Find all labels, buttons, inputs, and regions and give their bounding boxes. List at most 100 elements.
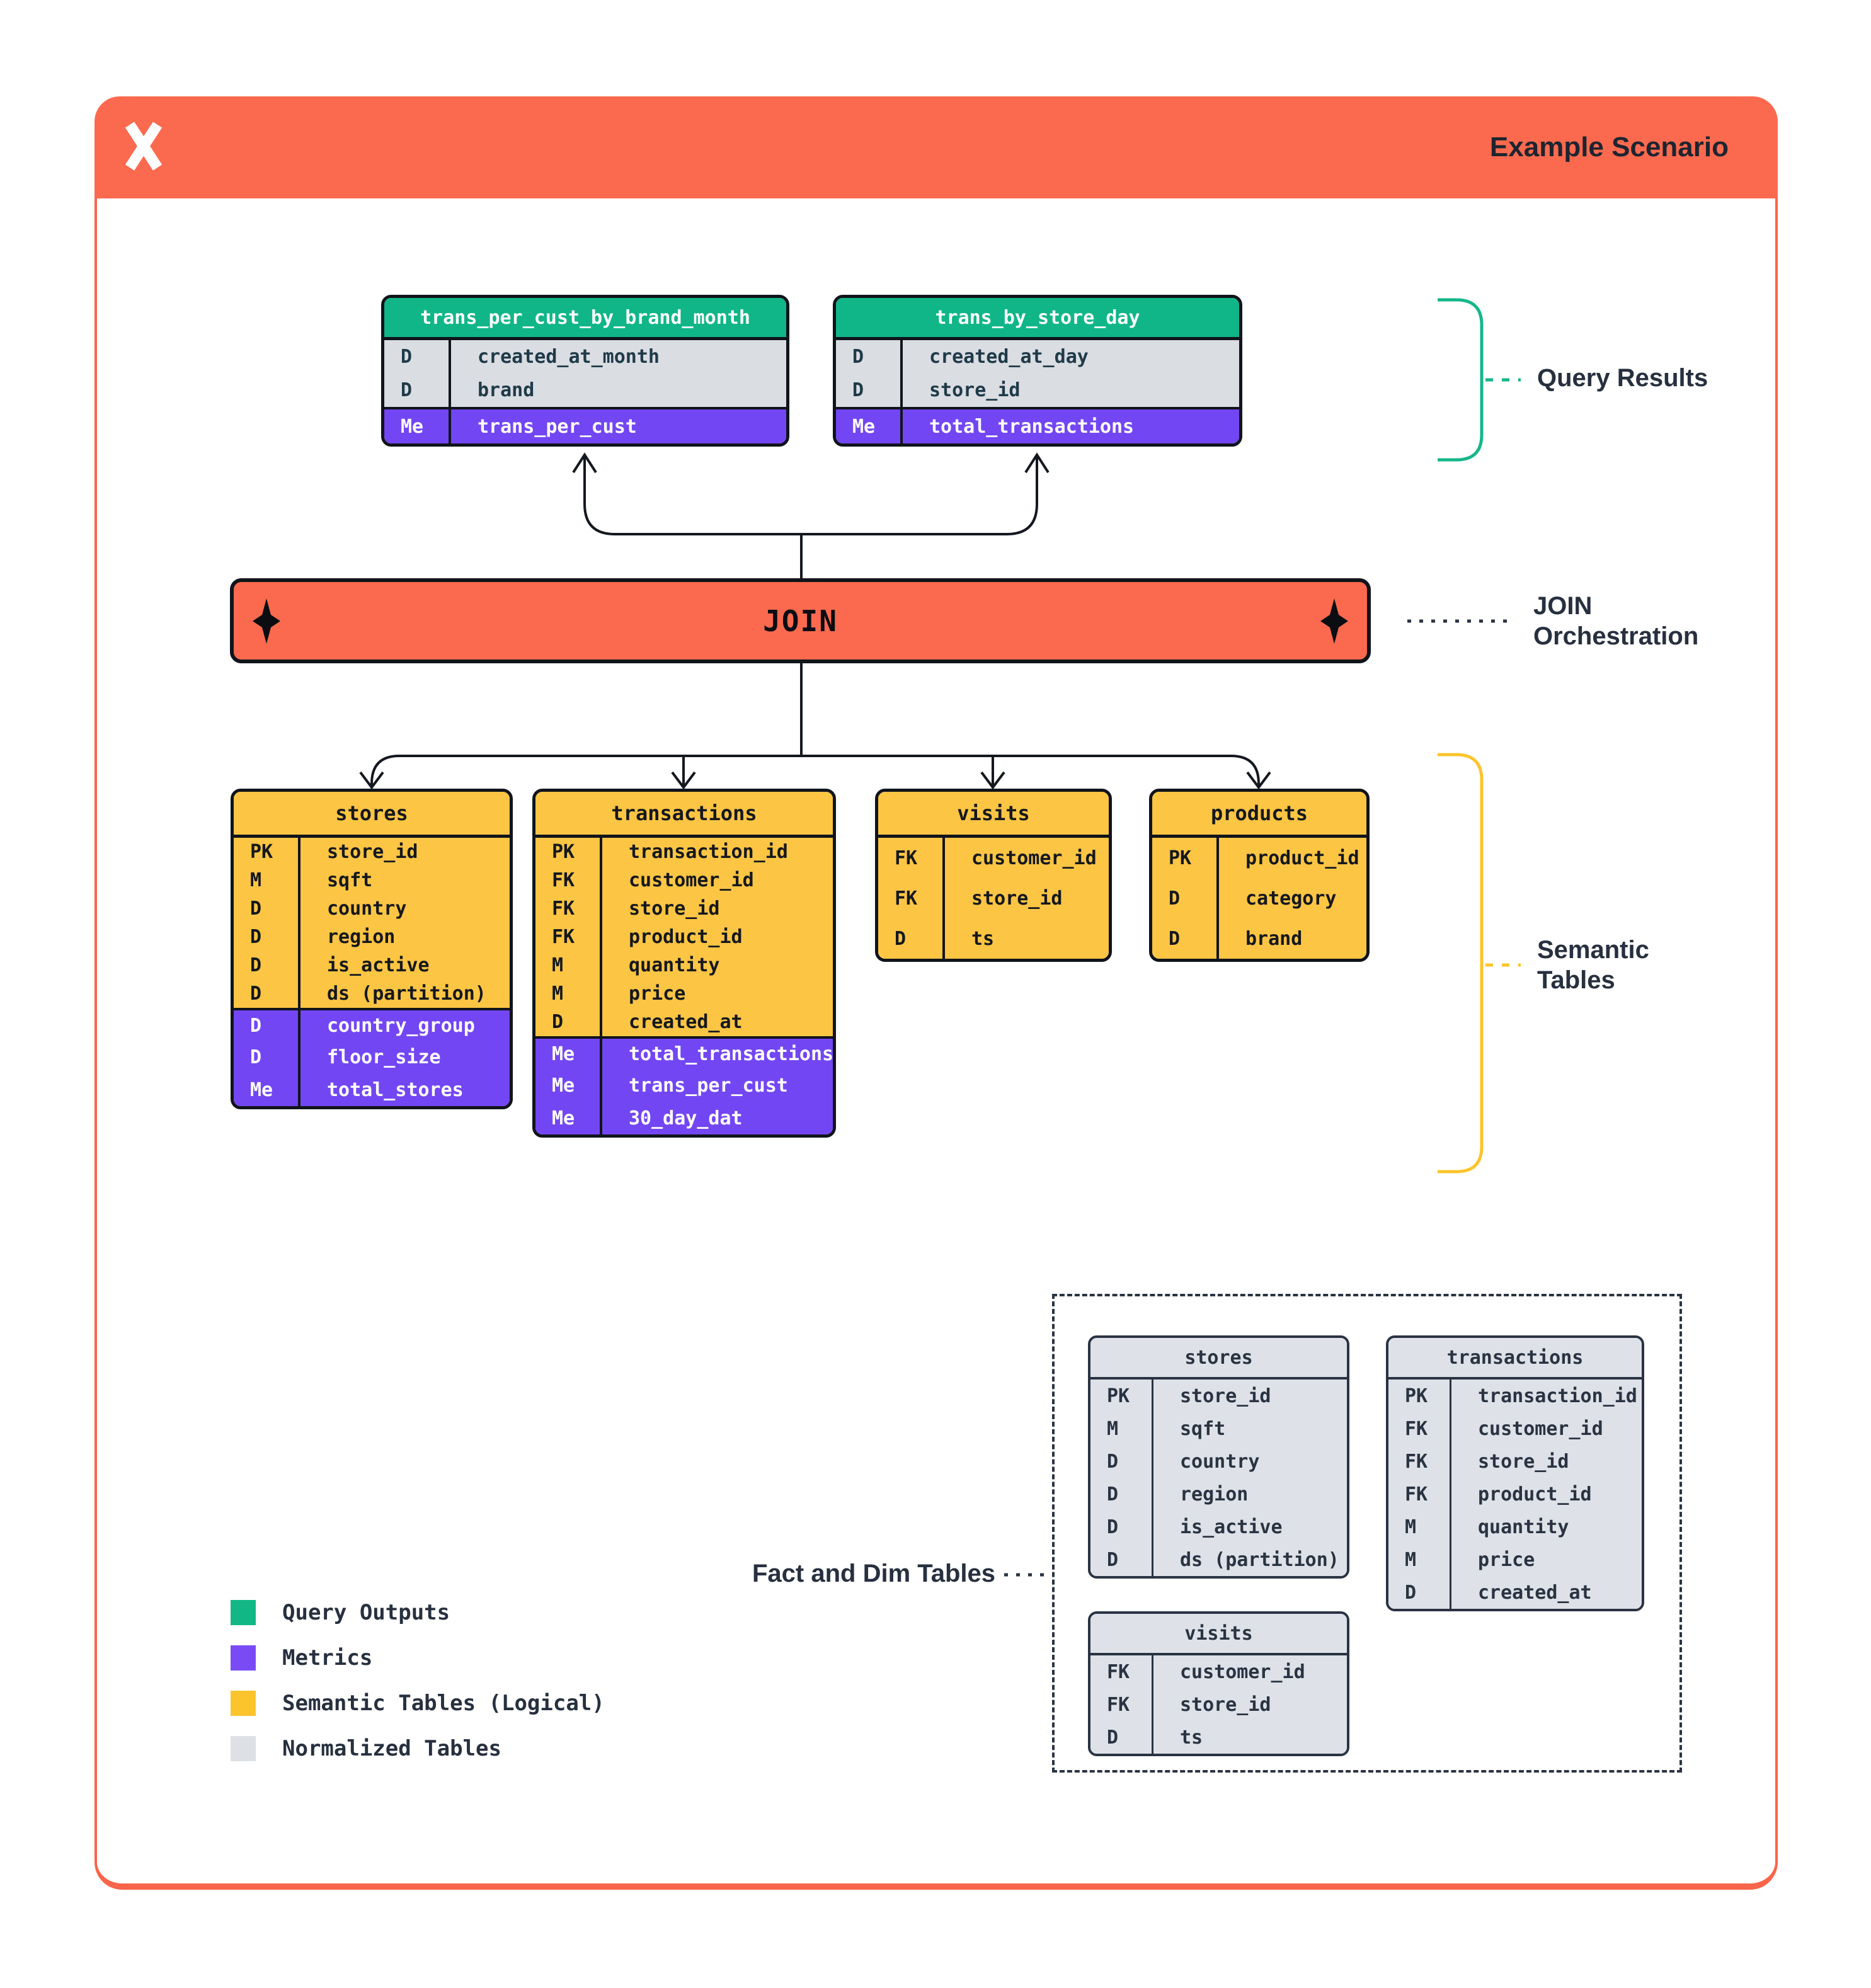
legend-label: Query Outputs [282,1600,450,1625]
row-field-name: country [327,898,407,920]
diamond-icon [253,598,280,644]
row-field-name: transaction_id [629,841,788,863]
row-field-name: created_at_day [929,346,1089,368]
row-field-name: floor_size [327,1046,441,1068]
row-field-name: country [1180,1450,1260,1473]
table-row: FK product_id [535,923,833,951]
table-title: visits [878,792,1109,838]
row-field-name: total_transactions [929,415,1135,438]
legend-swatch [231,1600,256,1625]
row-key-badge: PK [1090,1380,1153,1412]
row-field-name: store_id [629,898,720,920]
legend-swatch [231,1645,256,1671]
row-field-name: customer_id [1180,1660,1305,1683]
row-field-name: sqft [1180,1417,1226,1440]
join-orchestration-label-line1: JOIN [1533,592,1593,620]
row-key-badge: Me [535,1039,602,1069]
card-header: Example Scenario [94,96,1778,198]
row-key-badge: M [234,866,300,894]
row-field-name: 30_day_dat [629,1107,743,1129]
row-field-name: store_id [971,887,1063,910]
row-key-badge: PK [234,838,300,866]
row-key-badge: D [384,340,451,374]
row-key-badge: FK [535,866,602,894]
row-key-badge: Me [384,409,451,443]
legend-swatch [231,1736,256,1761]
row-field-name: ts [971,927,995,950]
row-key-badge: D [234,1041,300,1073]
row-field-name: created_at [1478,1581,1592,1604]
row-field-name: is_active [1180,1516,1283,1538]
row-field-name: store_id [929,379,1021,401]
row-field-name: is_active [327,954,430,976]
row-key-badge: FK [535,923,602,951]
table-row: Me trans_per_cust [384,407,786,443]
row-field-name: region [327,926,396,948]
row-key-badge: D [1090,1511,1153,1543]
row-field-name: ds (partition) [327,983,486,1005]
row-key-badge: D [1090,1445,1153,1478]
row-field-name: total_transactions [629,1043,834,1065]
row-field-name: trans_per_cust [629,1074,788,1097]
row-key-badge: D [1090,1543,1153,1576]
legend-label: Metrics [282,1645,373,1671]
row-key-badge: FK [878,878,945,918]
row-key-badge: D [234,980,300,1008]
row-field-name: product_id [629,926,743,948]
row-key-badge: D [234,951,300,980]
row-field-name: store_id [327,841,418,863]
row-key-badge: D [535,1008,602,1036]
join-orchestration-label: JOIN Orchestration [1533,591,1698,651]
row-field-name: price [629,983,686,1005]
legend-label: Semantic Tables (Logical) [282,1691,605,1716]
row-key-badge: D [1090,1478,1153,1511]
row-field-name: total_stores [327,1078,464,1101]
row-key-badge: D [384,374,451,407]
row-field-name: quantity [629,954,720,976]
table-title: stores [234,792,510,838]
legend-label: Normalized Tables [282,1736,501,1761]
row-field-name: ds (partition) [1180,1548,1339,1571]
diamond-icon [1320,598,1348,644]
row-field-name: created_at_month [478,346,660,368]
semantic-tables-label: Semantic Tables [1537,935,1649,995]
table-row: Me total_transactions [535,1036,833,1069]
row-key-badge: D [1090,1721,1153,1754]
row-key-badge: FK [878,838,945,878]
join-orchestration-label-line2: Orchestration [1533,622,1699,650]
table-title: products [1152,792,1366,838]
row-field-name: trans_per_cust [478,415,637,438]
table-row: PK store_id [234,838,510,866]
row-key-badge: M [535,980,602,1008]
fact-dim-box [1052,1294,1682,1773]
row-key-badge: D [234,1010,300,1041]
legend-item: Query Outputs [231,1590,605,1635]
